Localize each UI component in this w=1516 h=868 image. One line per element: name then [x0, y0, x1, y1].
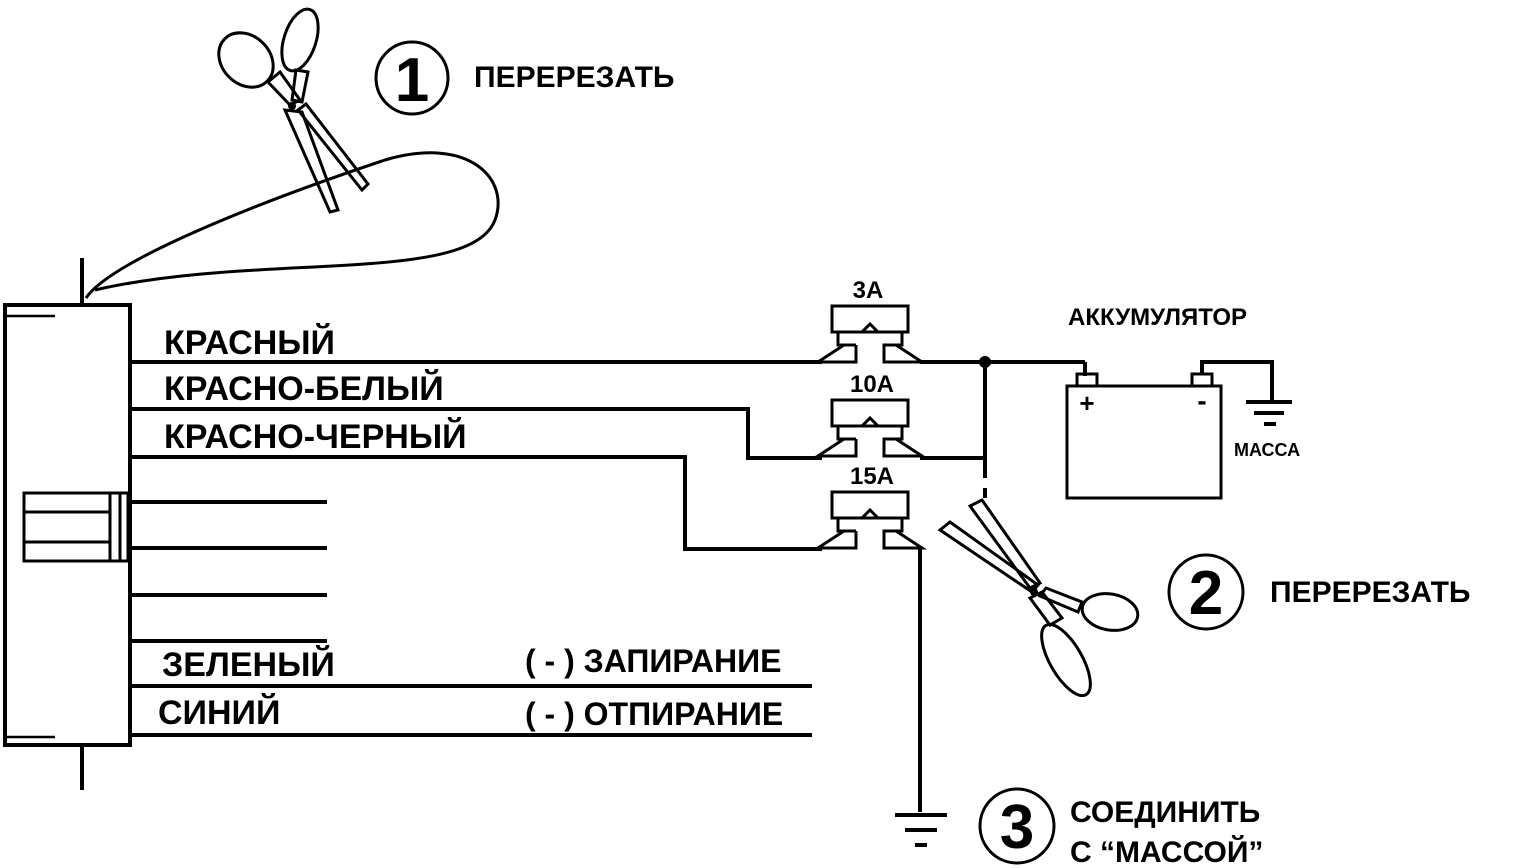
step-1-number: 1: [395, 46, 429, 115]
wire-label-green: ЗЕЛЕНЫЙ: [162, 645, 335, 684]
step-2: 2 ПЕРЕРЕЗАТЬ: [1167, 553, 1470, 631]
fuse-3a-label: 3A: [853, 277, 884, 304]
battery-minus-terminal: -: [1197, 385, 1206, 416]
control-unit: [3, 258, 132, 790]
fuse-10a-label: 10A: [850, 371, 894, 398]
fuse-3a: [812, 304, 928, 364]
battery: + -: [1065, 360, 1274, 500]
step-1-label: ПЕРЕРЕЗАТЬ: [474, 61, 674, 94]
red-white-wire: [130, 407, 822, 460]
ground-symbol-battery-icon: [1246, 400, 1292, 426]
fuse-15a-label: 15A: [850, 463, 894, 490]
function-label-lock: ( - ) ЗАПИРАНИЕ: [525, 643, 781, 679]
step-3-label-line2: С “МАССОЙ”: [1070, 835, 1263, 868]
fuse-10a: [812, 398, 928, 458]
step-2-number: 2: [1189, 559, 1223, 628]
red-black-wire: [130, 455, 822, 551]
right-wiring: [918, 356, 1087, 812]
wires: [130, 360, 822, 737]
wire-label-red-black: КРАСНО-ЧЕРНЫЙ: [164, 417, 467, 456]
step-3: 3 СОЕДИНИТЬ С “МАССОЙ”: [978, 787, 1263, 868]
battery-label: АККУМУЛЯТОР: [1068, 304, 1247, 331]
step-2-label: ПЕРЕРЕЗАТЬ: [1270, 576, 1470, 609]
scissors-1-icon: [217, 7, 370, 214]
step-3-label-line1: СОЕДИНИТЬ: [1070, 796, 1260, 829]
loop-wire: [84, 151, 500, 299]
ground-symbol-bottom-icon: [895, 813, 947, 847]
side-connector: [22, 491, 130, 563]
step-3-number: 3: [1000, 793, 1034, 862]
wire-label-blue: СИНИЙ: [158, 693, 280, 732]
function-label-unlock: ( - ) ОТПИРАНИЕ: [525, 696, 783, 732]
wire-label-red-white: КРАСНО-БЕЛЫЙ: [164, 369, 444, 408]
scissors-2-icon: [937, 498, 1140, 698]
ground-label: МАССА: [1234, 440, 1300, 460]
step-1: 1 ПЕРЕРЕЗАТЬ: [374, 40, 674, 116]
wire-label-red: КРАСНЫЙ: [164, 323, 335, 362]
fuse-15a: [812, 490, 928, 550]
battery-plus-terminal: +: [1079, 388, 1094, 418]
